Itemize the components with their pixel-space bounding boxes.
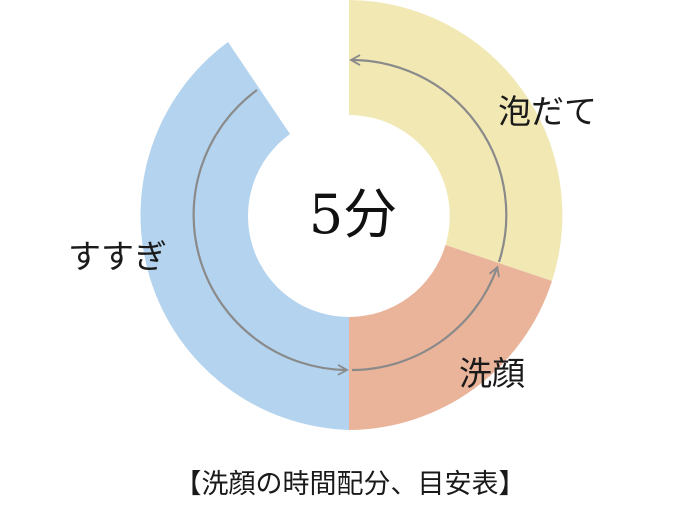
- caption: 【洗顔の時間配分、目安表】: [174, 469, 526, 500]
- segment-label-awadate: 泡だて: [498, 92, 597, 131]
- segment-label-susugi: すすぎ: [68, 237, 167, 276]
- segment-susugi: [140, 42, 349, 430]
- arrow-sengan: [351, 265, 500, 372]
- arrow-awadate: [349, 54, 508, 263]
- segment-label-sengan: 洗顔: [459, 354, 525, 393]
- center-time-label: 5分: [309, 183, 397, 246]
- segment-awadate: [349, 0, 563, 281]
- arrow-susugi: [192, 89, 349, 376]
- segment-sengan: [349, 245, 552, 430]
